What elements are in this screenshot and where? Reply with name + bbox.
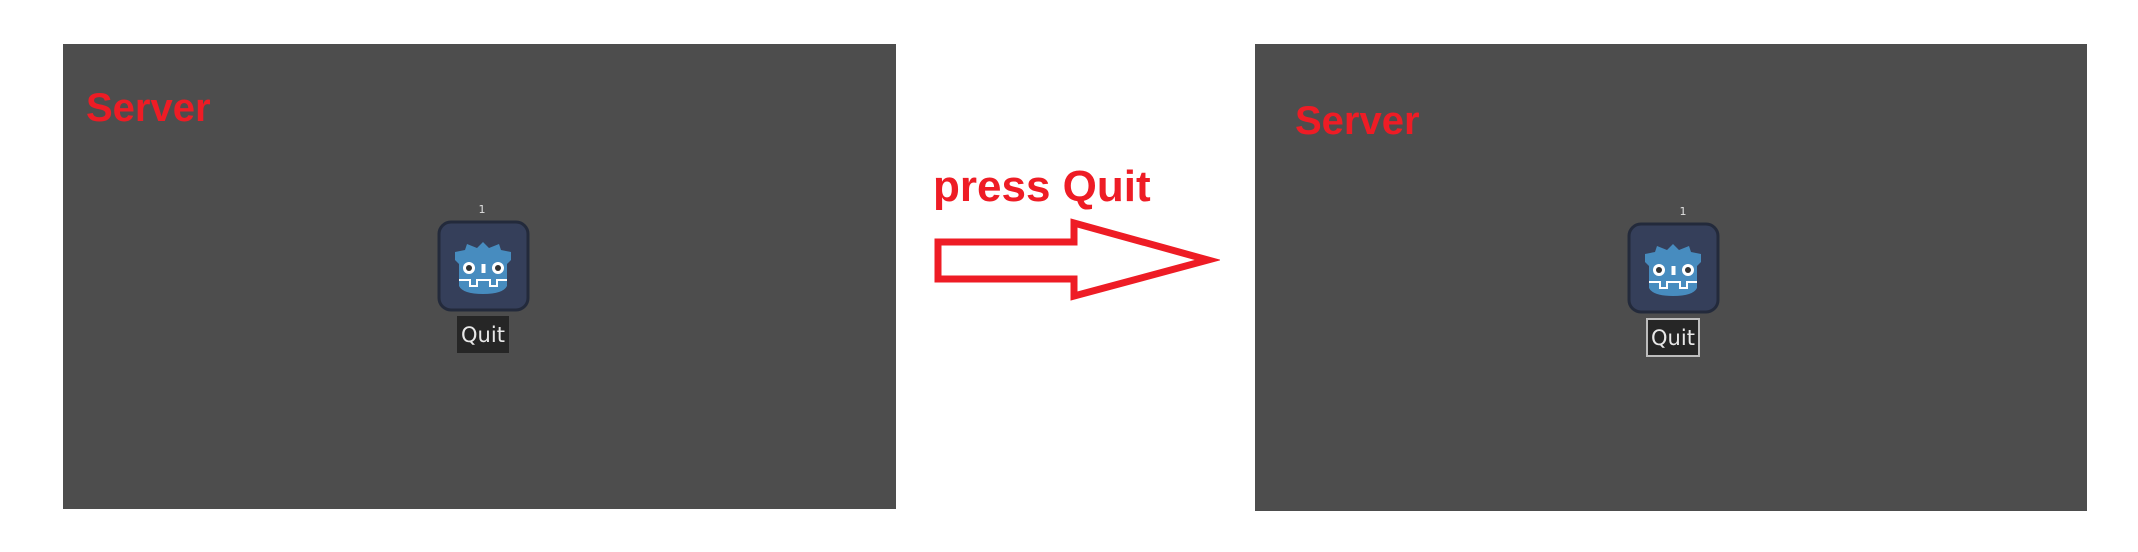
server-label: Server [1295,99,1420,143]
server-label: Server [86,86,211,130]
server-window-before: Server 1 Quit [63,44,896,509]
quit-button[interactable]: Quit [457,316,509,353]
quit-button-focused[interactable]: Quit [1646,318,1700,357]
server-window-after: Server 1 Quit [1255,44,2087,511]
annotation-label: press Quit [933,162,1151,211]
arrow-right-icon [934,218,1220,301]
player-count: 1 [478,203,486,216]
player-count: 1 [1679,205,1687,218]
godot-logo-icon [437,220,530,312]
godot-logo-icon [1627,222,1720,314]
